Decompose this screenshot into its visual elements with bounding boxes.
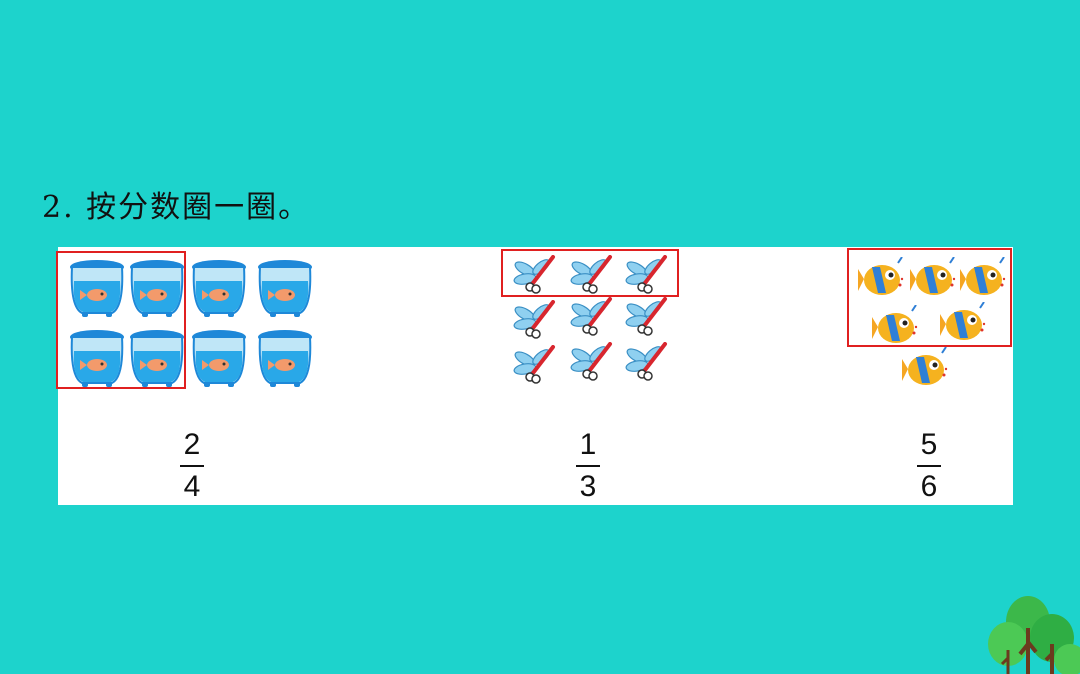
fish-icon xyxy=(858,256,906,305)
dragonfly-icon xyxy=(570,342,614,386)
fish-icon xyxy=(960,256,1008,305)
question-text: 按分数圈一圈。 xyxy=(86,190,311,225)
question-number: 2. xyxy=(42,190,75,225)
dragonfly-icon xyxy=(513,345,557,389)
fish-icon xyxy=(910,256,958,305)
fishbowl-icon xyxy=(68,257,126,323)
fishbowl-icon xyxy=(190,327,248,393)
fishbowl-icon xyxy=(256,327,314,393)
trees-decoration-icon xyxy=(988,596,1080,674)
fraction-numerator: 2 xyxy=(183,428,201,461)
fraction-numerator: 5 xyxy=(920,428,938,461)
dragonfly-icon xyxy=(625,342,669,386)
fish-icon xyxy=(940,301,988,350)
fraction-denominator: 6 xyxy=(920,470,938,503)
fishbowl-icon xyxy=(190,257,248,323)
dragonfly-icon xyxy=(570,297,614,341)
fraction-bar xyxy=(917,465,941,467)
fishbowl-icon xyxy=(68,327,126,393)
fish-icon xyxy=(872,304,920,353)
dragonfly-icon xyxy=(513,300,557,344)
fishbowl-icon xyxy=(128,257,186,323)
fraction-denominator: 3 xyxy=(579,470,597,503)
fraction-bar xyxy=(180,465,204,467)
dragonfly-icon xyxy=(625,255,669,299)
fraction-dragonflies: 1 3 xyxy=(568,427,608,505)
fishbowl-icon xyxy=(128,327,186,393)
question-title: 2. 按分数圈一圈。 xyxy=(42,182,310,226)
answer-circle-dragonflies xyxy=(501,249,679,297)
dragonfly-icon xyxy=(513,255,557,299)
answer-circle-fish xyxy=(847,248,1012,347)
dragonfly-icon xyxy=(570,255,614,299)
dragonfly-icon xyxy=(625,297,669,341)
fraction-denominator: 4 xyxy=(183,470,201,503)
answer-circle-fishbowls xyxy=(56,251,186,389)
fraction-bar xyxy=(576,465,600,467)
fraction-fishbowls: 2 4 xyxy=(172,427,212,505)
fishbowl-icon xyxy=(256,257,314,323)
exercise-panel: 2 4 xyxy=(56,247,1013,505)
fraction-numerator: 1 xyxy=(579,428,597,461)
fish-icon xyxy=(902,346,950,395)
fraction-fish: 5 6 xyxy=(909,427,949,505)
